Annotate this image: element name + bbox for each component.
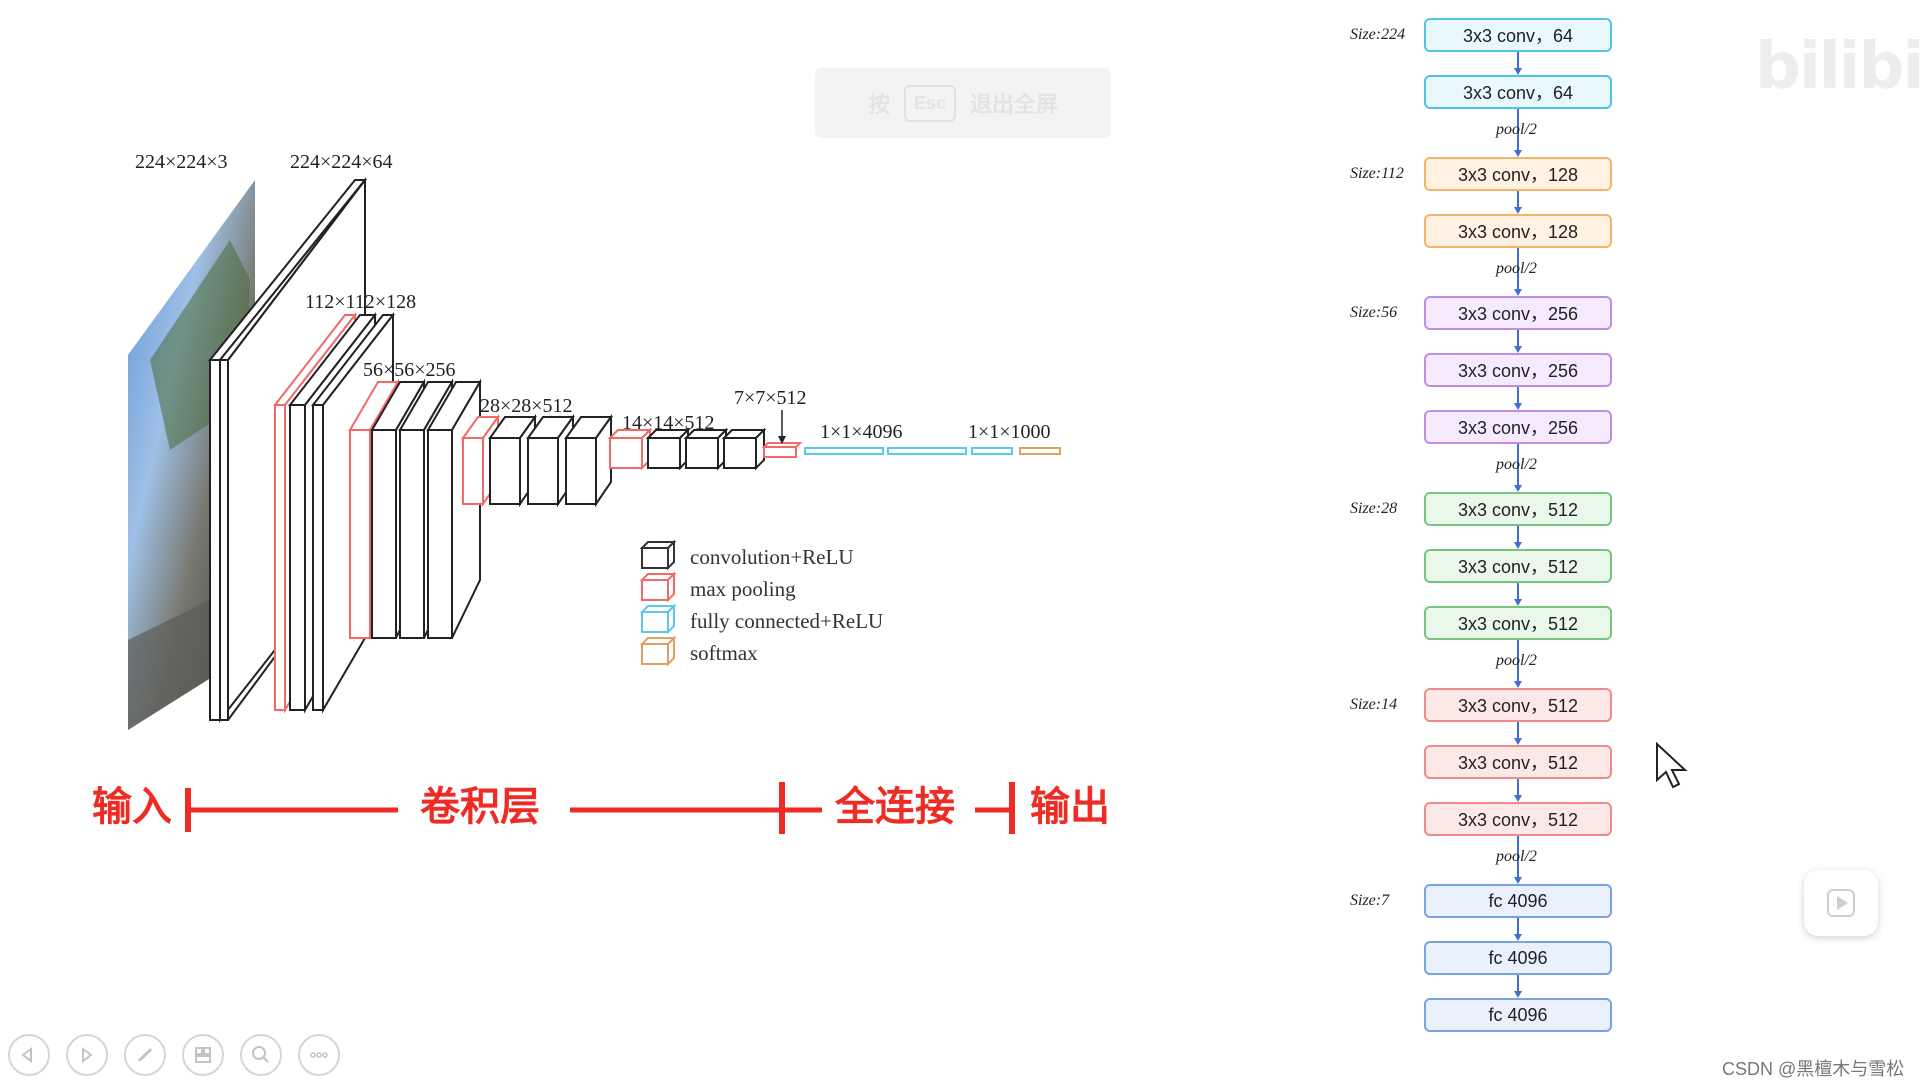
layer-arrow-icon <box>1514 330 1522 353</box>
vgg-layer-block: 3x3 conv，512 <box>1424 745 1612 779</box>
next-button[interactable] <box>66 1034 108 1076</box>
legend-swatch <box>639 603 677 635</box>
legend: convolution+ReLU max pooling fully connect… <box>639 539 883 667</box>
section-fc-label: 全连接 <box>834 784 955 830</box>
conv-block-28 <box>461 413 613 508</box>
layer-arrow-icon <box>1514 583 1522 606</box>
csdn-credit: CSDN @黑檀木与雪松 <box>1722 1059 1905 1079</box>
vgg-layer-block: 3x3 conv，128 <box>1424 214 1612 248</box>
vgg-layer-block: fc 4096 <box>1424 941 1612 975</box>
conv-block-14 <box>607 427 767 471</box>
vgg-layer-block: 3x3 conv，512 <box>1424 549 1612 583</box>
legend-label: fully connected+ReLU <box>690 609 883 633</box>
layer-arrow-icon <box>1514 779 1522 802</box>
dim-label: 224×224×64 <box>290 151 393 173</box>
dim-label: 224×224×3 <box>135 151 228 173</box>
section-output-label: 输出 <box>1030 784 1110 830</box>
slides-icon <box>195 1047 211 1063</box>
legend-swatch <box>639 571 677 603</box>
mouse-cursor-icon <box>1656 742 1688 789</box>
pen-button[interactable] <box>124 1034 166 1076</box>
vgg-layer-block: 3x3 conv，256 <box>1424 353 1612 387</box>
pen-icon <box>137 1047 153 1063</box>
vgg-layer-block: 3x3 conv，64 <box>1424 18 1612 52</box>
layer-arrow-icon <box>1514 526 1522 549</box>
esc-hint-pre: 按 <box>867 92 890 117</box>
dim-label: 7×7×512 <box>734 387 807 409</box>
section-conv-label: 卷积层 <box>420 784 540 830</box>
esc-key-badge: Esc <box>903 84 957 122</box>
bilibili-watermark: bilibili <box>1755 30 1920 104</box>
layer-arrow-icon <box>1514 109 1522 157</box>
layer-arrow-icon <box>1514 918 1522 941</box>
pool-7-pointer-head <box>778 436 786 444</box>
vgg-layer-block: 3x3 conv，256 <box>1424 296 1612 330</box>
prev-button[interactable] <box>8 1034 50 1076</box>
pool-label: pool/2 <box>1496 121 1537 138</box>
next-icon <box>82 1047 93 1063</box>
legend-swatch <box>639 635 677 667</box>
layer-arrow-icon <box>1514 975 1522 998</box>
conv-block-56 <box>348 378 482 639</box>
stage-size-label: Size:56 <box>1350 304 1398 321</box>
layer-arrow-icon <box>1514 444 1522 492</box>
vgg-layer-block: 3x3 conv，512 <box>1424 492 1612 526</box>
conv-block-112 <box>272 312 396 714</box>
prev-icon <box>21 1047 32 1063</box>
vgg-architecture-diagram: 224×224×3 224×224×64 112×112×128 56×56×2… <box>92 151 1110 834</box>
layer-arrow-icon <box>1514 722 1522 745</box>
vgg-layer-block: 3x3 conv，64 <box>1424 75 1612 109</box>
legend-label: max pooling <box>690 577 796 601</box>
legend-label: softmax <box>690 641 758 665</box>
stage-size-label: Size:14 <box>1350 696 1398 713</box>
section-bar: 输入 卷积层 全连接 输出 <box>92 782 1110 834</box>
floating-play-button[interactable] <box>1804 870 1878 936</box>
layer-arrow-icon <box>1514 387 1522 410</box>
layer-arrow-icon <box>1514 640 1522 688</box>
stage-size-label: Size:28 <box>1350 500 1398 517</box>
legend-label: convolution+ReLU <box>690 545 854 569</box>
vgg-layer-block: 3x3 conv，512 <box>1424 802 1612 836</box>
pool-label: pool/2 <box>1496 848 1537 865</box>
vgg-layer-block: 3x3 conv，512 <box>1424 688 1612 722</box>
dim-label: 28×28×512 <box>480 395 573 417</box>
stage-size-label: Size:7 <box>1350 892 1390 909</box>
dim-label: 1×1×4096 <box>820 421 903 443</box>
legend-swatch <box>639 539 677 571</box>
dim-label: 14×14×512 <box>622 412 715 434</box>
esc-hint-post: 退出全屏 <box>970 92 1059 117</box>
pool-label: pool/2 <box>1496 652 1537 669</box>
vgg-layer-block: 3x3 conv，128 <box>1424 157 1612 191</box>
layer-arrow-icon <box>1514 52 1522 75</box>
zoom-icon <box>252 1046 269 1063</box>
more-button[interactable] <box>298 1034 340 1076</box>
esc-exit-fullscreen-hint: 按 Esc 退出全屏 <box>815 68 1111 138</box>
layer-arrow-icon <box>1514 836 1522 884</box>
pool-label: pool/2 <box>1496 456 1537 473</box>
zoom-button[interactable] <box>240 1034 282 1076</box>
vgg-layer-block: fc 4096 <box>1424 884 1612 918</box>
play-icon <box>1827 889 1855 917</box>
softmax-layer <box>1019 447 1061 455</box>
dim-label: 1×1×1000 <box>968 421 1051 443</box>
dim-label: 112×112×128 <box>305 291 416 313</box>
vgg-layer-block: 3x3 conv，256 <box>1424 410 1612 444</box>
stage-size-label: Size:112 <box>1350 165 1404 182</box>
stage-size-label: Size:224 <box>1350 26 1406 43</box>
dim-label: 56×56×256 <box>363 359 456 381</box>
vgg-layer-block: fc 4096 <box>1424 998 1612 1032</box>
section-input-label: 输入 <box>92 784 172 830</box>
pool-block-7 <box>761 442 803 458</box>
vgg-layer-block: 3x3 conv，512 <box>1424 606 1612 640</box>
layer-arrow-icon <box>1514 248 1522 296</box>
fc-layers <box>804 447 1013 455</box>
slides-button[interactable] <box>182 1034 224 1076</box>
pool-label: pool/2 <box>1496 260 1537 277</box>
more-icon <box>310 1052 328 1058</box>
layer-arrow-icon <box>1514 191 1522 214</box>
